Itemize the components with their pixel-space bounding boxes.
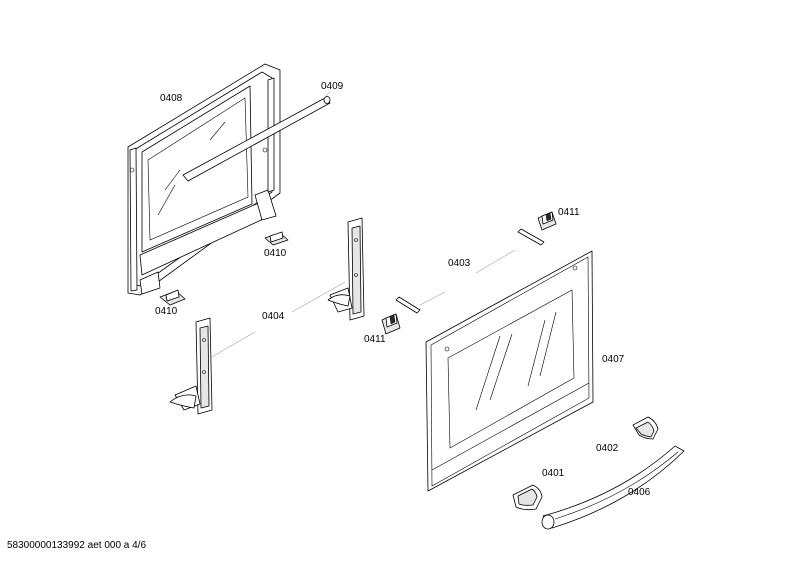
- label-0409: 0409: [321, 81, 344, 92]
- outer-door-glass-0407: [425, 250, 594, 492]
- label-0406: 0406: [628, 487, 651, 498]
- label-0402: 0402: [596, 443, 619, 454]
- label-0404: 0404: [262, 311, 285, 322]
- document-reference-footer: 58300000133992 aet 000 a 4/6: [7, 540, 147, 551]
- label-0407: 0407: [602, 354, 625, 365]
- inner-door-frame-0408: [127, 63, 281, 296]
- handle-endcap-0402: [632, 416, 659, 440]
- label-0403: 0403: [448, 258, 471, 269]
- label-0411-lower: 0411: [364, 334, 386, 345]
- label-0410-upper: 0410: [264, 248, 287, 259]
- hinge-0404-right: [327, 217, 365, 321]
- clip-0411-upper: [537, 211, 557, 231]
- clip-0410-lower: [159, 289, 186, 306]
- hinge-0404-left: [169, 317, 213, 415]
- rod-0409: [182, 91, 331, 182]
- handle-bar-0406: [541, 445, 685, 530]
- rod-0403-upper: [517, 228, 545, 246]
- rod-0403-lower: [395, 296, 421, 314]
- handle-endcap-0401: [512, 484, 543, 511]
- label-0401: 0401: [542, 468, 565, 479]
- label-0410-lower: 0410: [155, 306, 178, 317]
- label-0408: 0408: [160, 93, 183, 104]
- label-0411-upper: 0411: [558, 207, 580, 218]
- clip-0410-upper: [264, 231, 289, 246]
- clip-0411-lower: [381, 313, 401, 335]
